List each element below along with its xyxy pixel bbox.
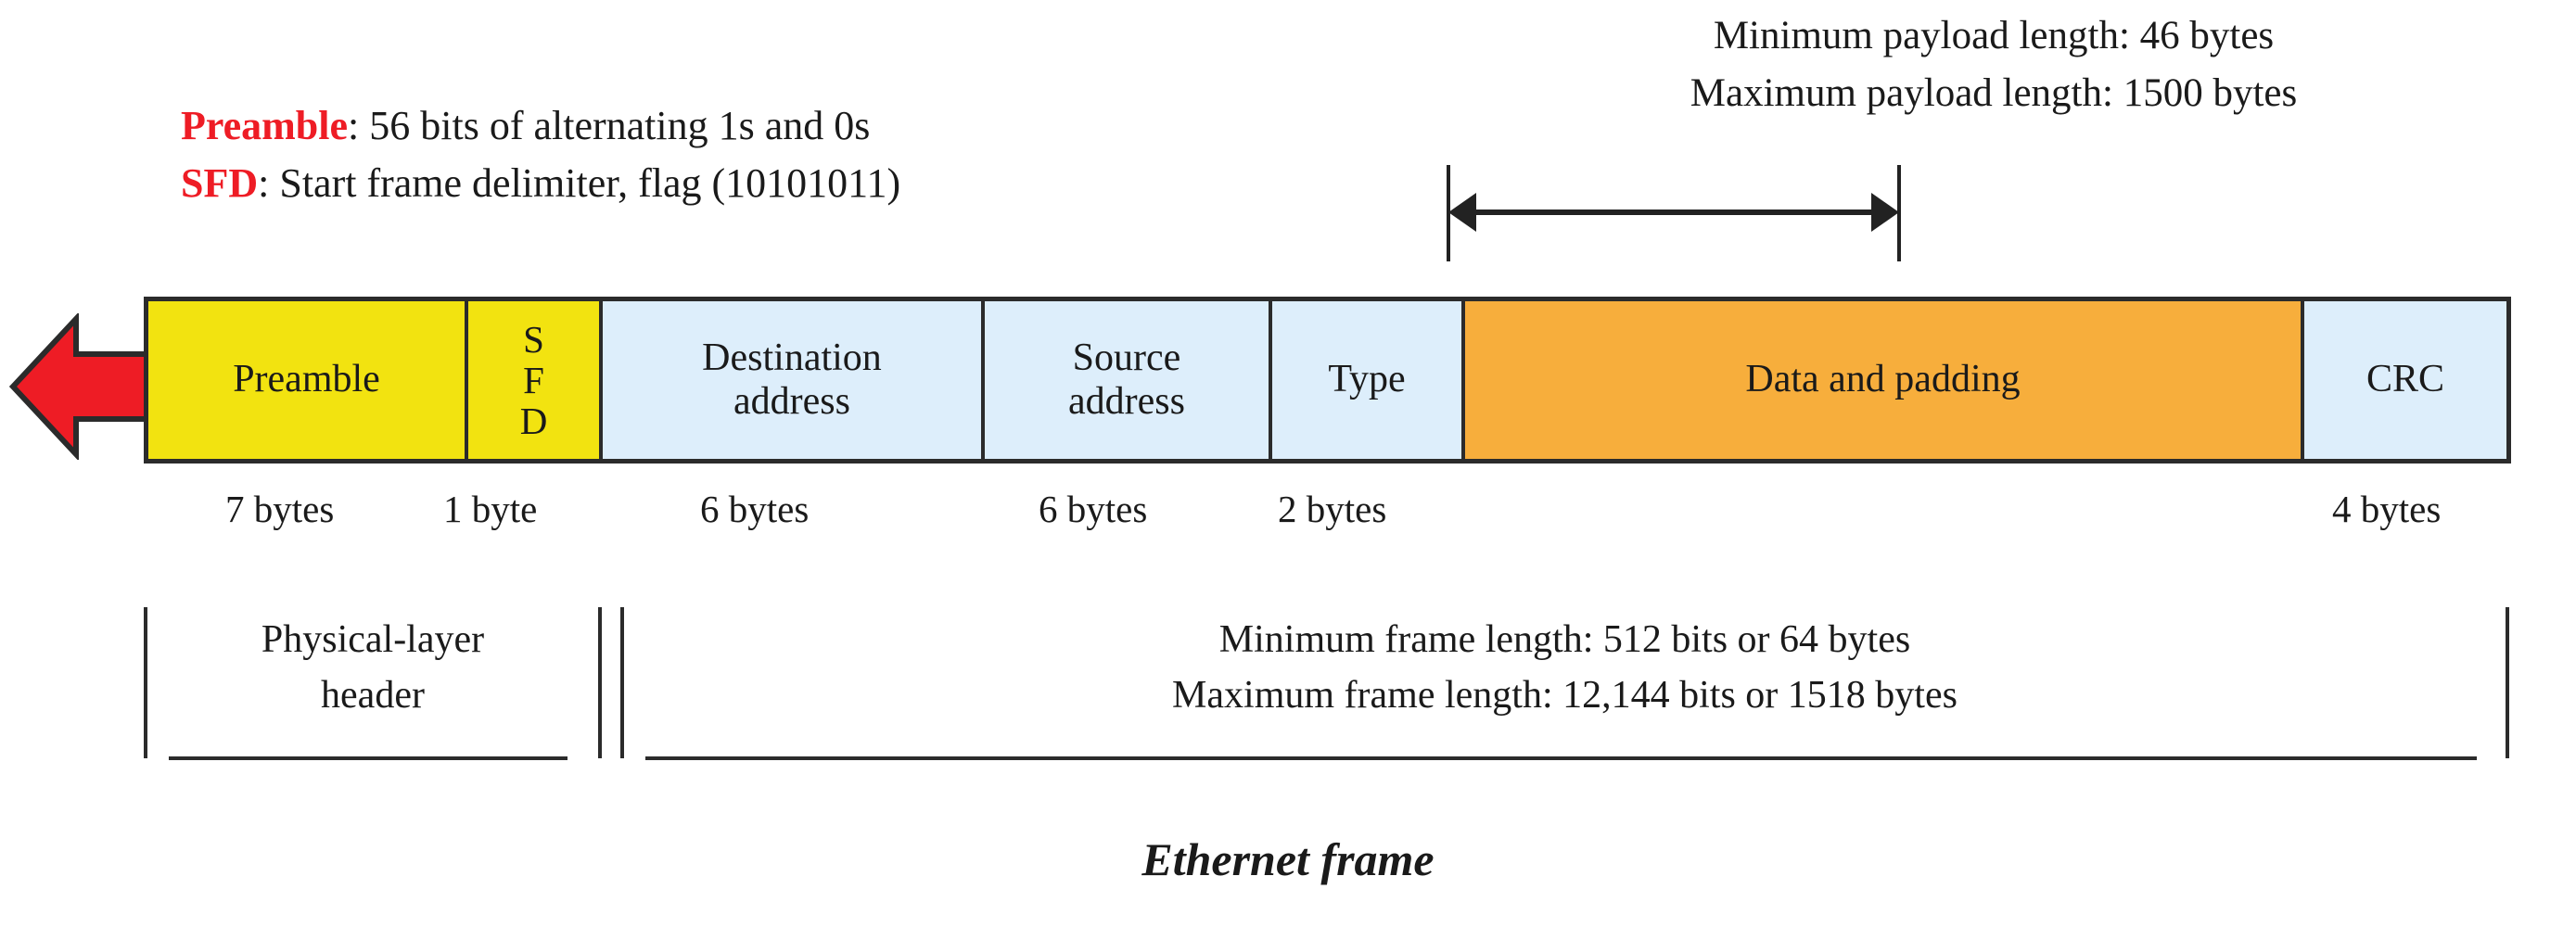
physical-header-line2: header (321, 673, 425, 717)
physical-header-line1: Physical-layer (261, 618, 485, 661)
payload-measure-right-tick (1897, 165, 1901, 261)
sfd-letter-s: S (523, 317, 544, 361)
destination-line2: address (733, 380, 850, 423)
payload-length-note: Minimum payload length: 46 bytes Maximum… (1419, 7, 2569, 123)
size-label-type: 2 bytes (1278, 488, 1387, 530)
frame-length-bracket-right-tick (2506, 607, 2509, 758)
size-label-sfd: 1 byte (443, 488, 538, 530)
arrow-left-red-icon (8, 311, 151, 462)
legend-key-sfd: SFD (181, 160, 259, 207)
arrow-left-icon (1448, 193, 1476, 232)
frame-field-crc-label: CRC (2366, 358, 2445, 401)
frame-field-crc[interactable]: CRC (2304, 301, 2506, 459)
frame-field-destination-address[interactable]: Destination address (603, 301, 985, 459)
frame-field-sfd[interactable]: S F D (468, 301, 603, 459)
frame-field-source-address[interactable]: Source address (985, 301, 1272, 459)
sfd-letter-f: F (523, 358, 544, 401)
arrow-right-icon (1871, 193, 1899, 232)
frame-length-bracket-rule (645, 756, 2477, 760)
legend-text-sfd: : Start frame delimiter, flag (10101011) (258, 160, 901, 207)
legend-line-sfd: SFD: Start frame delimiter, flag (101010… (181, 155, 1294, 212)
frame-length-brackets: Physical-layer header Minimum frame leng… (0, 607, 2576, 793)
maximum-payload-length-text: Maximum payload length: 1500 bytes (1690, 71, 2298, 116)
frame-length-bracket-label: Minimum frame length: 512 bits or 64 byt… (620, 613, 2509, 723)
legend-text-preamble: : 56 bits of alternating 1s and 0s (348, 103, 871, 148)
sfd-letter-d: D (519, 400, 548, 443)
size-label-source-address: 6 bytes (1039, 488, 1148, 530)
physical-header-bracket-label: Physical-layer header (144, 613, 602, 723)
transmission-direction-arrow (8, 311, 151, 462)
physical-header-bracket-right-tick (598, 607, 602, 758)
size-label-preamble: 7 bytes (225, 488, 335, 530)
frame-field-type-label: Type (1328, 358, 1406, 401)
frame-length-bracket-left-tick (620, 607, 624, 758)
ethernet-frame-diagram: Preamble S F D Destination address Sourc… (144, 297, 2511, 464)
destination-line1: Destination (702, 336, 882, 379)
source-line2: address (1068, 380, 1185, 423)
frame-field-sfd-label: S F D (515, 317, 554, 443)
field-size-labels: 7 bytes 1 byte 6 bytes 6 bytes 2 bytes 4… (0, 487, 2576, 542)
minimum-frame-length-text: Minimum frame length: 512 bits or 64 byt… (1218, 618, 1911, 661)
frame-field-type[interactable]: Type (1272, 301, 1465, 459)
physical-header-bracket-rule (169, 756, 567, 760)
frame-field-preamble-label: Preamble (233, 358, 380, 401)
size-label-crc: 4 bytes (2332, 488, 2442, 530)
legend-block: Preamble: 56 bits of alternating 1s and … (181, 97, 1294, 213)
legend-line-preamble: Preamble: 56 bits of alternating 1s and … (181, 97, 1294, 155)
legend-key-preamble: Preamble (181, 103, 349, 148)
frame-field-data-and-padding-label: Data and padding (1745, 358, 2021, 401)
frame-field-preamble[interactable]: Preamble (148, 301, 468, 459)
physical-header-bracket-left-tick (144, 607, 147, 758)
figure-caption: Ethernet frame (1141, 833, 1435, 885)
frame-field-source-address-label: Source address (1063, 337, 1191, 424)
maximum-frame-length-text: Maximum frame length: 12,144 bits or 151… (1172, 673, 1958, 717)
source-line1: Source (1072, 336, 1181, 379)
size-label-destination-address: 6 bytes (700, 488, 810, 530)
minimum-payload-length-text: Minimum payload length: 46 bytes (1713, 14, 2275, 57)
frame-field-destination-address-label: Destination address (696, 337, 887, 424)
payload-span-measure (1447, 165, 1901, 261)
payload-measure-shaft (1463, 210, 1884, 215)
frame-field-data-and-padding[interactable]: Data and padding (1465, 301, 2304, 459)
